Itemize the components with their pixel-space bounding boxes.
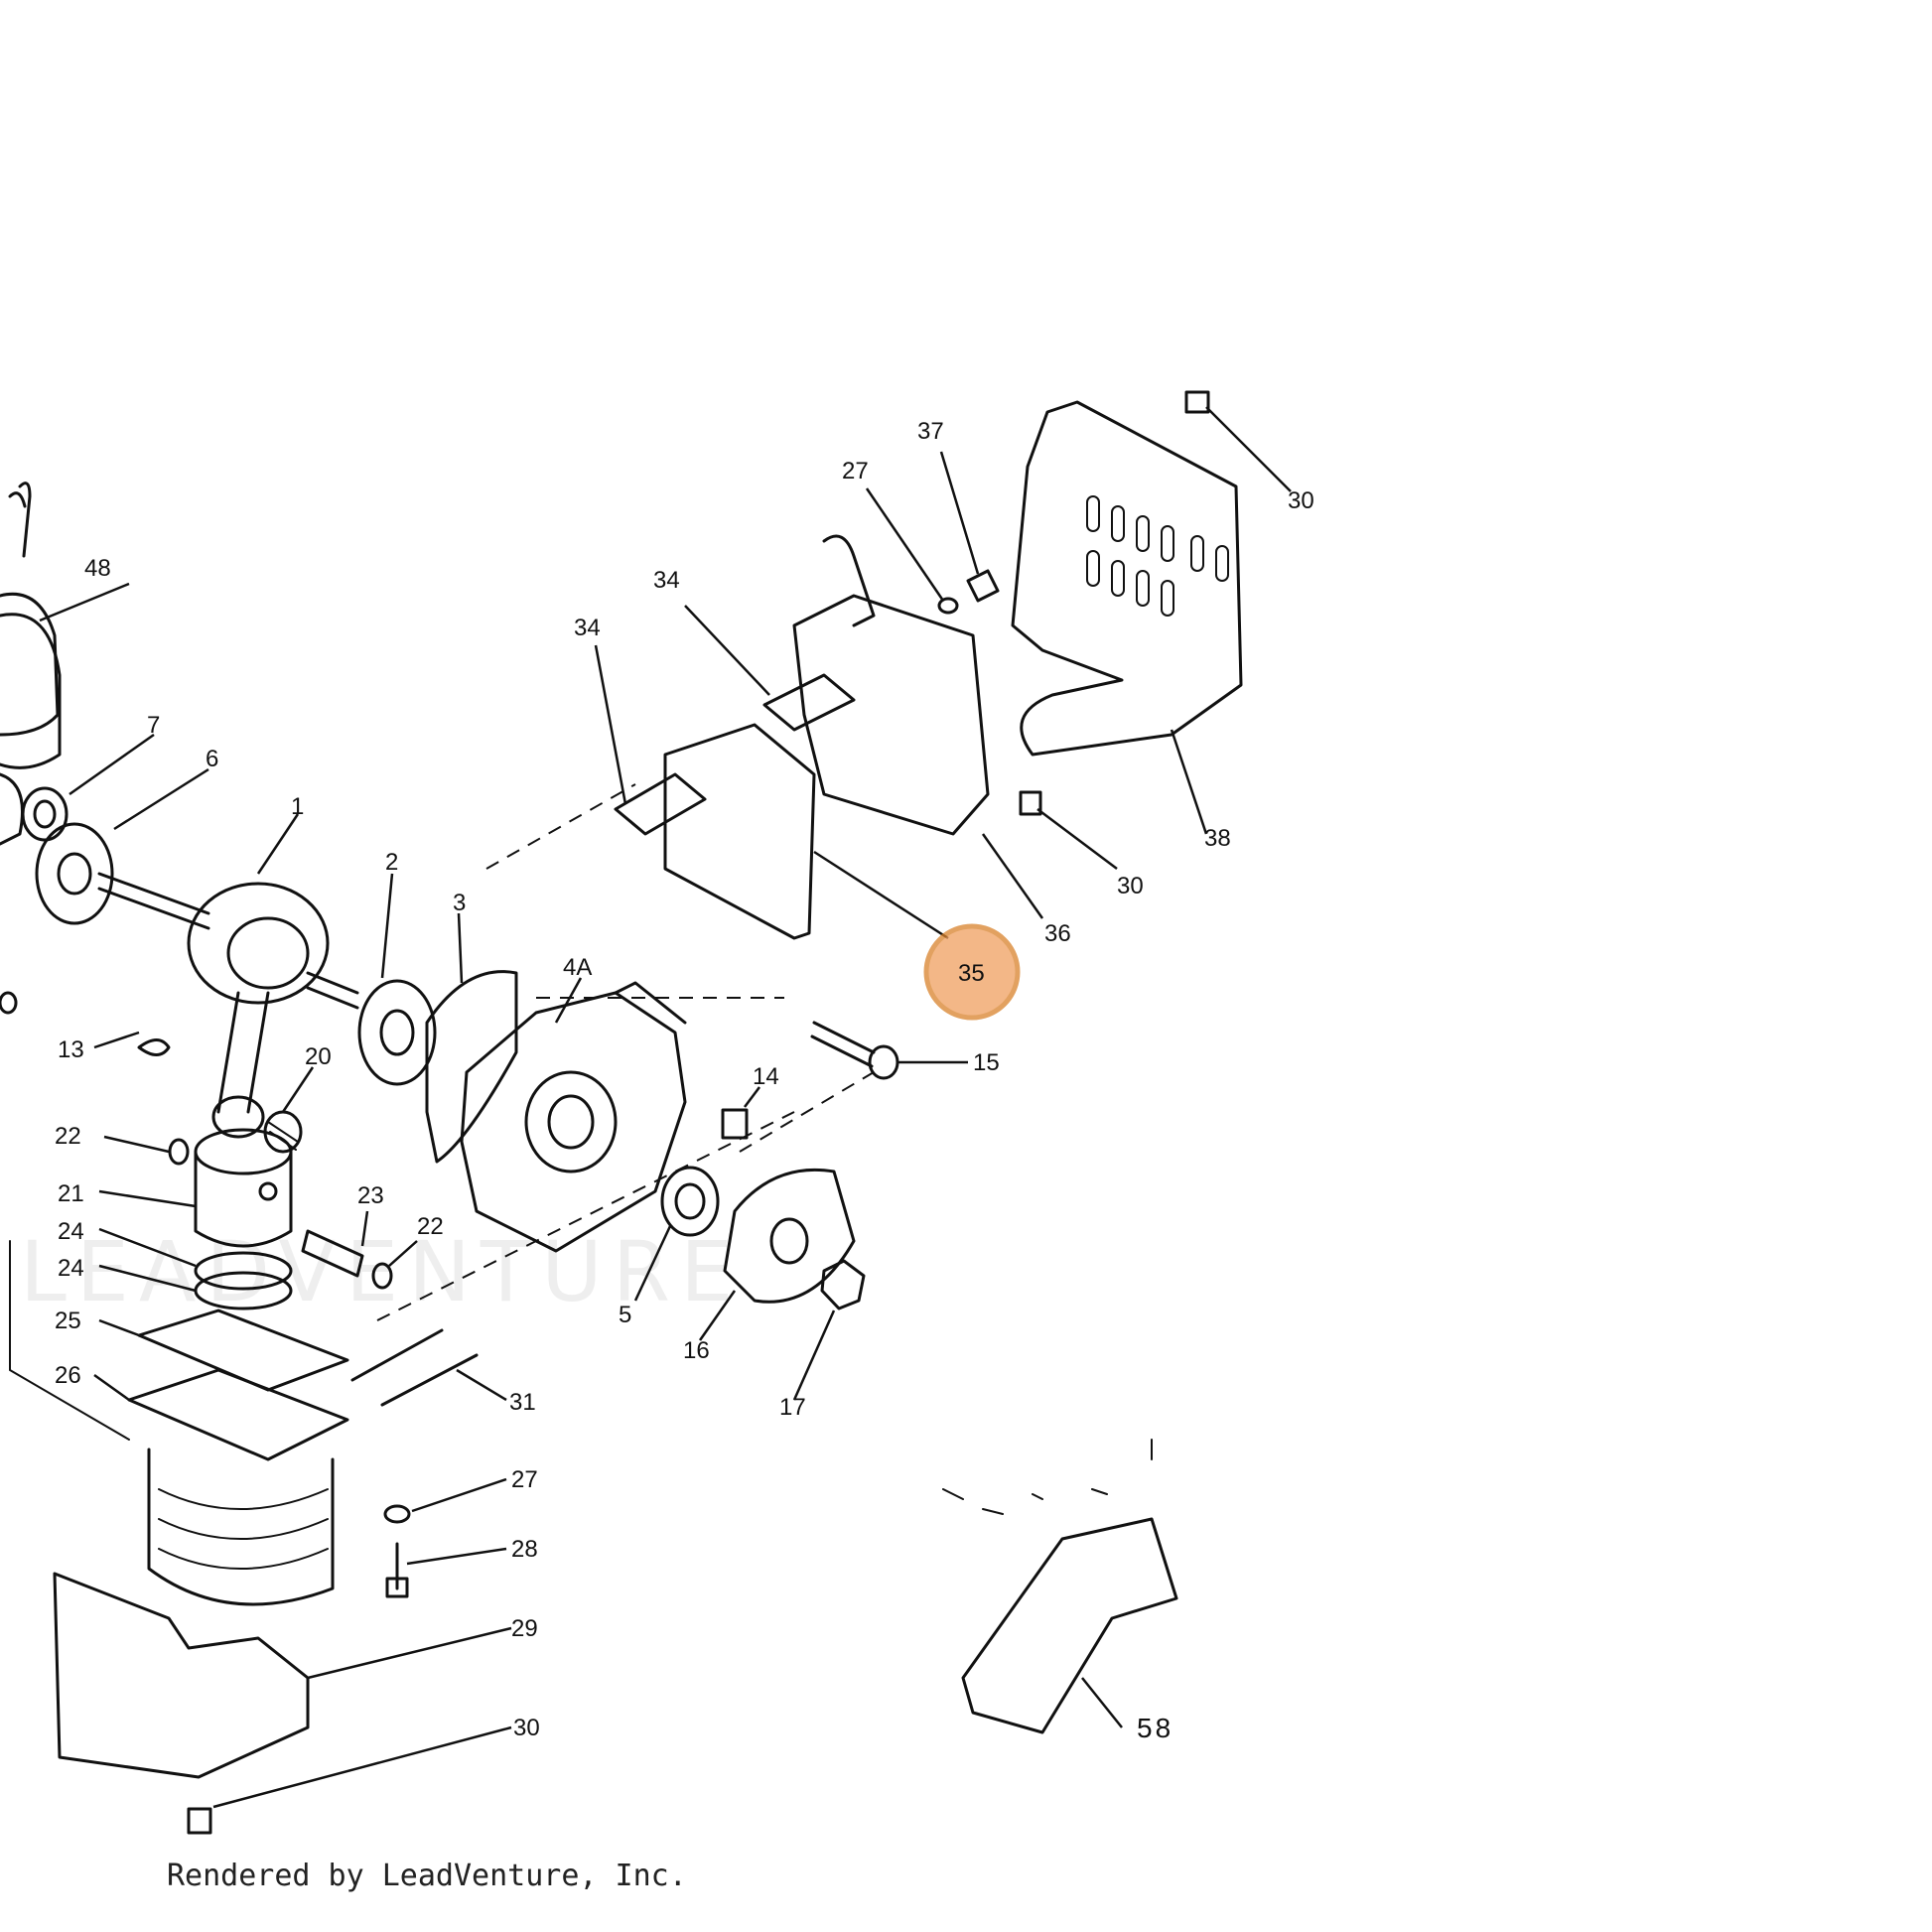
footer-credit: Rendered by LeadVenture, Inc. — [167, 1859, 687, 1893]
part-36-muffler — [792, 534, 990, 836]
callout-14[interactable]: 14 — [753, 1063, 779, 1090]
callout-21[interactable]: 21 — [58, 1180, 84, 1207]
part-16-clutch — [723, 1168, 856, 1304]
callout-3[interactable]: 3 — [453, 890, 466, 916]
callout-28[interactable]: 28 — [511, 1536, 538, 1563]
callout-22-right[interactable]: 22 — [417, 1213, 444, 1240]
callout-31[interactable]: 31 — [509, 1389, 536, 1416]
part-20-needle-bearing — [263, 1110, 303, 1154]
part-14-block — [721, 1108, 749, 1140]
part-17-nut — [820, 1259, 866, 1311]
callout-22-left[interactable]: 22 — [55, 1123, 81, 1150]
part-5-seal — [660, 1166, 720, 1237]
callout-30-bottom[interactable]: 30 — [513, 1715, 540, 1741]
leader-lines — [39, 406, 1292, 1809]
callout-17[interactable]: 17 — [779, 1394, 806, 1421]
callout-30-middle[interactable]: 30 — [1117, 873, 1144, 899]
part-38-heat-shield — [1011, 400, 1243, 757]
washer-bolt — [383, 1504, 411, 1598]
parts-37-27 — [937, 569, 1000, 615]
part-2-bearing — [357, 979, 437, 1086]
callout-26[interactable]: 26 — [55, 1362, 81, 1389]
callout-4a[interactable]: 4A — [563, 954, 592, 981]
part-15-bolt — [810, 1021, 899, 1080]
part-48-housing — [0, 613, 62, 769]
highlight-circle-part-35[interactable] — [923, 923, 1021, 1021]
callout-30-top[interactable]: 30 — [1288, 487, 1314, 514]
alignment-lines — [376, 783, 875, 1321]
part-4a-crankcase — [460, 981, 687, 1253]
callout-38[interactable]: 38 — [1204, 825, 1231, 852]
callout-1[interactable]: 1 — [291, 793, 304, 820]
callout-34-left[interactable]: 34 — [574, 615, 601, 641]
callout-labels: 48 7 6 1 2 3 4A 13 20 22 21 24 24 25 26 … — [55, 418, 1314, 1743]
part-30-screw-bottom — [187, 1807, 212, 1835]
callout-16[interactable]: 16 — [683, 1337, 710, 1364]
part-30-screws-upper — [1019, 390, 1210, 816]
part-3-gasket — [425, 970, 518, 1164]
callout-7[interactable]: 7 — [147, 712, 160, 739]
callout-2[interactable]: 2 — [385, 849, 398, 876]
callout-27-lower[interactable]: 27 — [511, 1466, 538, 1493]
callout-37[interactable]: 37 — [917, 418, 944, 445]
callout-58[interactable]: 58 — [1137, 1713, 1173, 1743]
callout-29[interactable]: 29 — [511, 1615, 538, 1642]
callout-23[interactable]: 23 — [357, 1182, 384, 1209]
watermark-text: LEADVENTURE — [20, 1223, 743, 1320]
part-7-seal — [21, 786, 69, 842]
cylinder-assembly — [127, 1309, 479, 1606]
part-58-cover — [942, 1439, 1178, 1734]
callout-48[interactable]: 48 — [84, 555, 111, 582]
part-34-gaskets — [614, 673, 856, 836]
callout-27-upper[interactable]: 27 — [842, 458, 869, 484]
part-1-crankshaft — [97, 872, 359, 1139]
callout-24-upper[interactable]: 24 — [58, 1218, 84, 1245]
callout-35[interactable]: 35 — [958, 960, 985, 987]
callout-5[interactable]: 5 — [619, 1302, 631, 1328]
part-13-key — [137, 1038, 171, 1056]
left-edge-parts — [0, 482, 130, 1441]
callout-36[interactable]: 36 — [1044, 920, 1071, 947]
callout-24-lower[interactable]: 24 — [58, 1255, 84, 1282]
callout-20[interactable]: 20 — [305, 1043, 332, 1070]
callout-6[interactable]: 6 — [206, 746, 218, 772]
callout-34-right[interactable]: 34 — [653, 567, 680, 594]
part-35-plate — [663, 723, 816, 940]
callout-13[interactable]: 13 — [58, 1036, 84, 1063]
piston-assembly — [168, 1128, 393, 1311]
callout-25[interactable]: 25 — [55, 1308, 81, 1334]
part-6-bearing — [35, 822, 114, 925]
callout-15[interactable]: 15 — [973, 1049, 1000, 1076]
